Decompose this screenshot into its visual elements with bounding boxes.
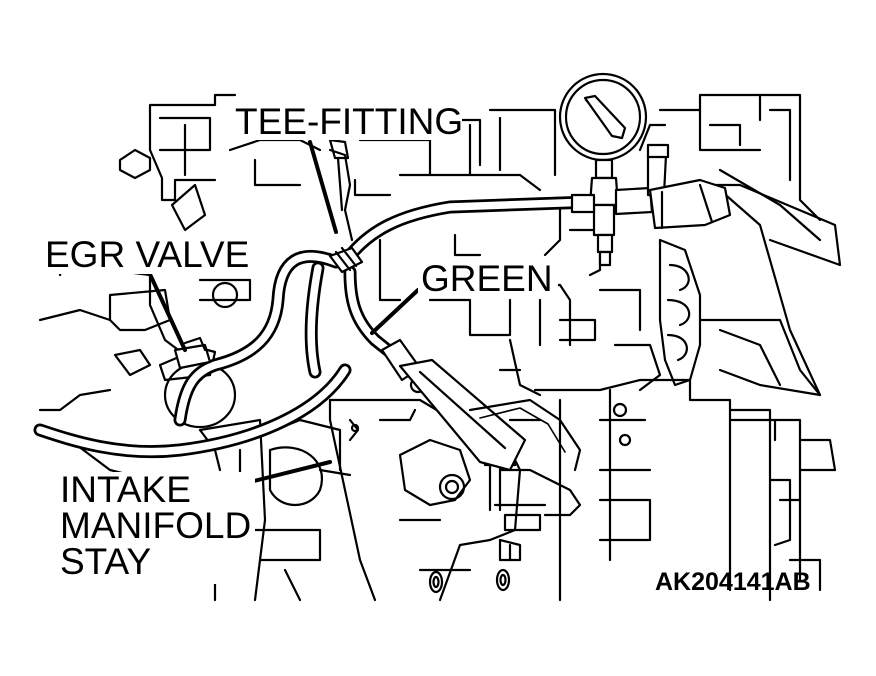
- lower-hose: [33, 363, 352, 459]
- reference-code: AK204141AB: [655, 568, 811, 596]
- green-leader: [370, 288, 420, 335]
- gauge-hose: [341, 195, 597, 265]
- tee-fitting: [328, 138, 364, 274]
- label-intake-manifold-stay-line1: INTAKE: [60, 469, 191, 510]
- label-green: GREEN: [421, 258, 553, 299]
- label-tee-fitting: TEE-FITTING: [235, 101, 463, 142]
- egr-valve-leader: [146, 268, 187, 352]
- label-intake-manifold-stay-line3: STAY: [60, 541, 151, 582]
- green-hose: [343, 265, 407, 367]
- callout-labels: TEE-FITTING EGR VALVE GREEN INTAKE MANIF…: [42, 101, 811, 596]
- vacuum-gauge: [558, 72, 732, 267]
- vacuum-hoses: [33, 195, 597, 459]
- vacuum-canister: [380, 338, 582, 472]
- label-egr-valve: EGR VALVE: [45, 234, 249, 275]
- tee-fitting-leader: [308, 140, 338, 234]
- egr-hose: [173, 249, 343, 427]
- label-intake-manifold-stay-line2: MANIFOLD: [60, 505, 251, 546]
- connector-hose: [304, 261, 325, 379]
